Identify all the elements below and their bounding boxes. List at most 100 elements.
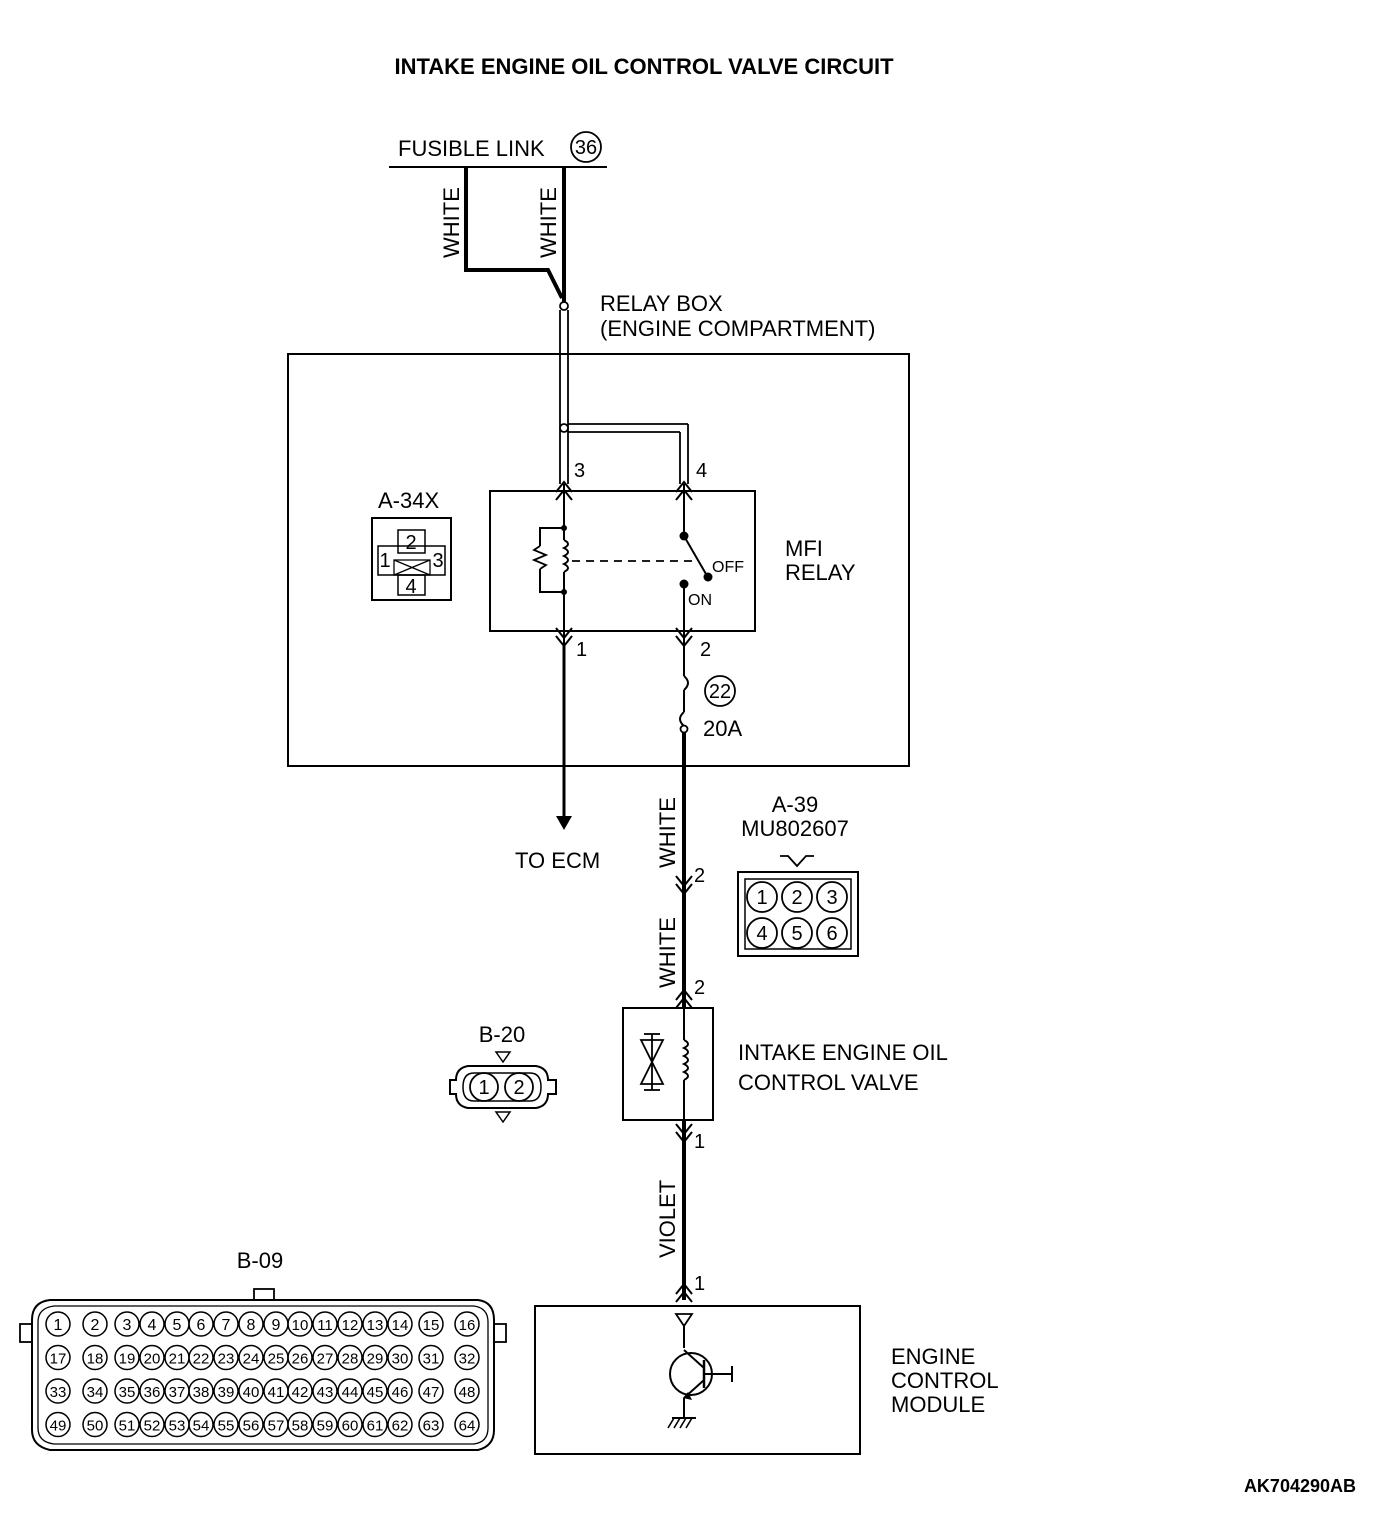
relay-off-label: OFF <box>712 559 744 576</box>
a39-part-number: MU802607 <box>741 816 849 841</box>
b09-pin-label: 5 <box>173 1317 182 1334</box>
b09-pin-label: 40 <box>243 1384 260 1401</box>
a34x-label: A-34X <box>378 488 439 513</box>
feed-wires: WHITE WHITE <box>439 167 569 311</box>
b09-pin-label: 46 <box>392 1384 409 1401</box>
fusible-link: FUSIBLE LINK 36 <box>389 131 607 168</box>
valve-feed-wire: WHITE 2 WHITE 2 <box>655 733 705 1009</box>
b09-pin-label: 49 <box>50 1418 67 1435</box>
b09-pin-circle <box>238 1378 264 1404</box>
b09-pin-circle <box>114 1378 140 1404</box>
b09-pin-label: 7 <box>222 1317 231 1334</box>
b09-pin-circle <box>362 1411 388 1438</box>
b09-pin-circle <box>454 1378 480 1404</box>
b09-pin-circle <box>114 1311 140 1337</box>
a34x-pin-3: 3 <box>432 550 443 572</box>
b09-pin-label: 29 <box>367 1351 384 1368</box>
ecm-label-3: MODULE <box>891 1392 985 1417</box>
b09-pin-label: 56 <box>243 1418 260 1435</box>
b09-pin-circle <box>213 1311 239 1337</box>
b09-pin-label: 12 <box>342 1317 359 1334</box>
b09-pin-label: 6 <box>197 1317 206 1334</box>
b09-pin-label: 22 <box>193 1351 210 1368</box>
b09-pin-circle <box>188 1378 214 1404</box>
b09-pin-label: 16 <box>459 1317 476 1334</box>
b09-pin-circle <box>387 1378 413 1404</box>
a39-pin-circle <box>746 917 778 949</box>
b09-pin-circle <box>82 1344 108 1371</box>
b09-pin-circle <box>337 1411 363 1438</box>
a39-id: A-39 <box>772 792 818 817</box>
b09-pin-label: 10 <box>292 1317 309 1334</box>
b09-pin-label: 28 <box>342 1351 359 1368</box>
b20-pin-2: 2 <box>513 1077 524 1099</box>
b09-pin-label: 13 <box>367 1317 384 1334</box>
to-ecm-wire: TO ECM <box>515 646 600 873</box>
mfi-relay-label-2: RELAY <box>785 560 856 585</box>
wire-color-white-4: WHITE <box>655 917 680 988</box>
b09-pin-circle <box>337 1378 363 1404</box>
b09-pin-circle <box>362 1378 388 1404</box>
a39-pin-circle <box>746 881 778 913</box>
fusible-link-number: 36 <box>575 137 597 159</box>
b09-pin-circle <box>387 1411 413 1438</box>
b09-pin-circle <box>312 1378 338 1404</box>
b09-pin-label: 43 <box>317 1384 334 1401</box>
b09-pin-circle <box>454 1311 480 1337</box>
fusible-link-number-circle <box>570 131 602 163</box>
b09-pin-label: 54 <box>193 1418 210 1435</box>
fuse-number-circle <box>704 675 736 707</box>
violet-wire: 1 VIOLET 1 <box>655 1120 705 1303</box>
valve-pin-1: 1 <box>694 1131 705 1153</box>
b09-pin-label: 37 <box>169 1384 186 1401</box>
relay-switch: OFF ON <box>679 484 744 646</box>
valve-pin-2: 2 <box>694 977 705 999</box>
b09-pin-circle <box>337 1344 363 1371</box>
relay-on-label: ON <box>688 592 712 609</box>
b09-pin-circle <box>82 1378 108 1404</box>
b09-pin-label: 18 <box>87 1351 104 1368</box>
b09-pin-label: 20 <box>144 1351 161 1368</box>
a39-pin-circle <box>781 917 813 949</box>
b09-pin-circle <box>418 1411 444 1438</box>
b09-pin-circle <box>45 1411 71 1438</box>
b09-pin-label: 61 <box>367 1418 384 1435</box>
b09-pin-circle <box>45 1378 71 1404</box>
b09-pin-label: 23 <box>218 1351 235 1368</box>
a39-pin-label: 6 <box>826 923 837 945</box>
a39-pin-label: 5 <box>791 923 802 945</box>
b09-pin-circle <box>213 1344 239 1371</box>
b09-pin-label: 33 <box>50 1384 67 1401</box>
fuse-rating: 20A <box>703 716 742 741</box>
mfi-relay-label-1: MFI <box>785 536 823 561</box>
b20-id: B-20 <box>479 1022 525 1047</box>
b09-pin-circle <box>337 1311 363 1337</box>
b09-pin-label: 15 <box>423 1317 440 1334</box>
relay-feed-wire <box>559 310 689 484</box>
b09-pin-circle <box>312 1311 338 1337</box>
b09-pin-circle <box>139 1378 165 1404</box>
fuse-22: 22 20A <box>679 646 742 741</box>
b09-pin-label: 60 <box>342 1418 359 1435</box>
b09-pin-circle <box>114 1411 140 1438</box>
b09-pin-circle <box>45 1311 71 1337</box>
b09-pin-circle <box>45 1344 71 1371</box>
relay-box <box>287 353 910 767</box>
wire-color-white-right: WHITE <box>536 187 561 258</box>
b09-pin-label: 2 <box>91 1317 100 1334</box>
b09-pin-circle <box>139 1411 165 1438</box>
b09-pin-circle <box>238 1344 264 1371</box>
b09-pin-label: 39 <box>218 1384 235 1401</box>
b09-pin-label: 42 <box>292 1384 309 1401</box>
b09-pin-label: 50 <box>87 1418 104 1435</box>
b09-pin-label: 48 <box>459 1384 476 1401</box>
b09-pin-label: 63 <box>423 1418 440 1435</box>
diagram-title: INTAKE ENGINE OIL CONTROL VALVE CIRCUIT <box>394 54 894 79</box>
b09-pin-label: 24 <box>243 1351 260 1368</box>
b09-pin-circle <box>287 1378 313 1404</box>
b09-pin-label: 41 <box>268 1384 285 1401</box>
b09-pin-circle <box>287 1311 313 1337</box>
b09-pin-label: 59 <box>317 1418 334 1435</box>
b09-pin-label: 11 <box>317 1317 333 1334</box>
